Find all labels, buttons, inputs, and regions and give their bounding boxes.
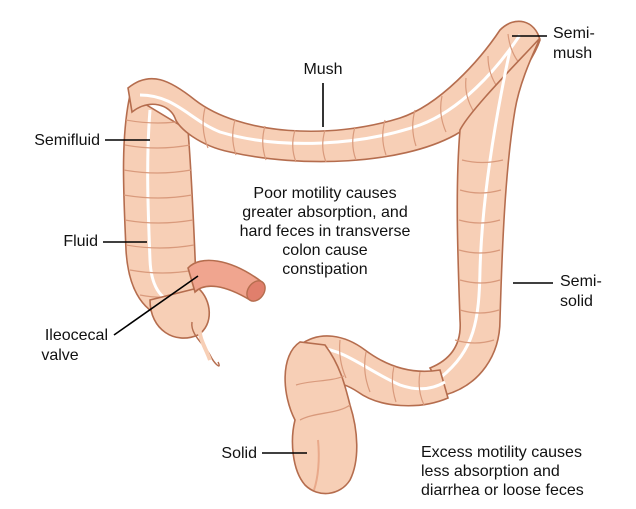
poor-motility-line3: hard feces in transverse [215, 222, 435, 241]
poor-motility-line5: constipation [215, 260, 435, 279]
poor-motility-line4: colon cause [215, 241, 435, 260]
label-ileocecal-line2: valve [20, 346, 100, 365]
cecum [150, 288, 219, 366]
label-semi-solid-line2: solid [560, 292, 593, 311]
poor-motility-line2: greater absorption, and [215, 203, 435, 222]
poor-motility-note: Poor motility causes greater absorption,… [215, 184, 435, 279]
label-ileocecal-line1: Ileocecal [4, 326, 108, 345]
label-semifluid: Semifluid [4, 131, 100, 150]
excess-motility-line3: diarrhea or loose feces [421, 481, 584, 500]
poor-motility-line1: Poor motility causes [215, 184, 435, 203]
excess-motility-note: Excess motility causes less absorption a… [421, 443, 584, 500]
label-semi-mush-line2: mush [553, 44, 592, 63]
label-semi-mush-line1: Semi- [553, 24, 595, 43]
label-semi-solid-line1: Semi- [560, 272, 602, 291]
label-mush: Mush [298, 60, 348, 79]
excess-motility-line1: Excess motility causes [421, 443, 584, 462]
excess-motility-line2: less absorption and [421, 462, 584, 481]
label-fluid: Fluid [4, 232, 98, 251]
label-solid: Solid [200, 444, 257, 463]
